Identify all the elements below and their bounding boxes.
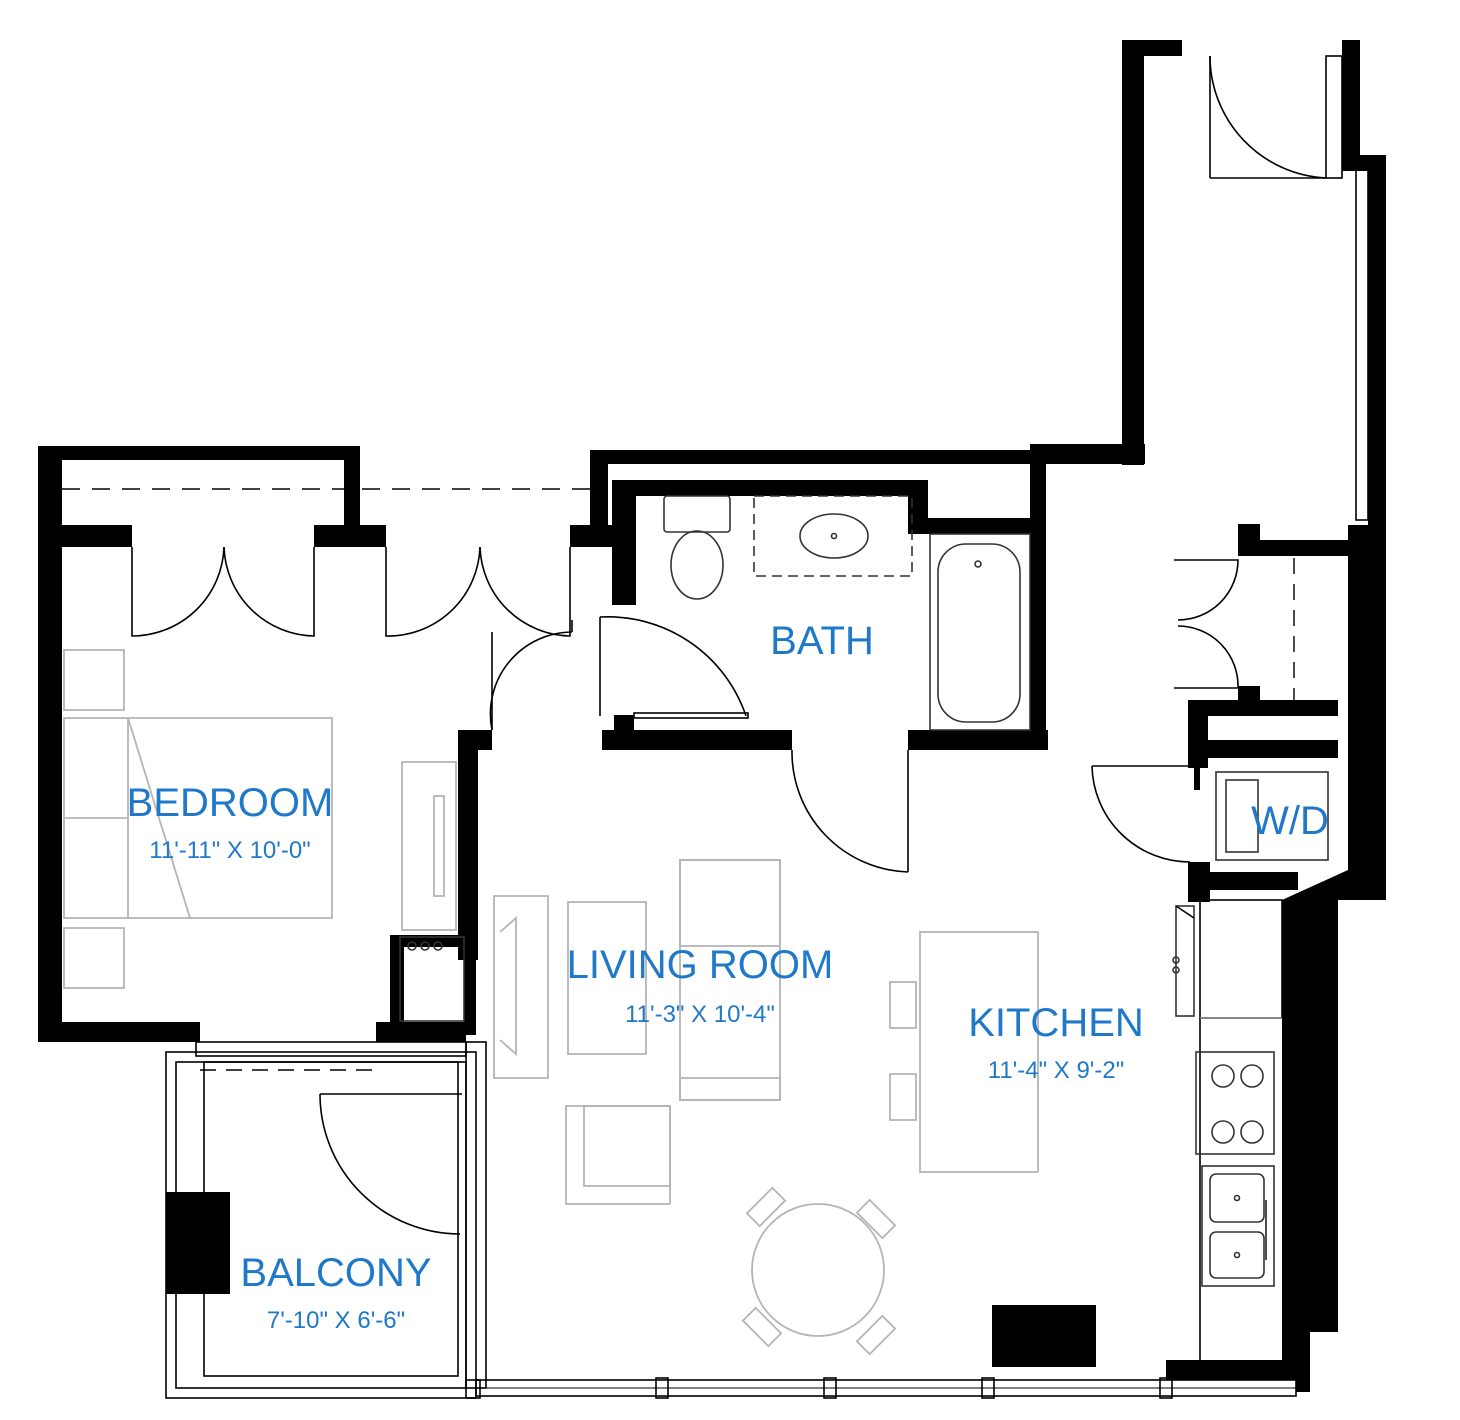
room-labels: BATH BEDROOM 11'-11" X 10'-0" LIVING ROO… [127,619,1329,1334]
bedroom-label: BEDROOM [127,781,334,825]
living-room-label: LIVING ROOM [567,943,834,987]
balcony-size: 7'-10" X 6'-6" [267,1307,405,1334]
laundry-label: W/D [1251,799,1329,843]
windows-and-thin-lines [62,55,1369,1399]
bath-label: BATH [770,619,874,663]
kitchen-label: KITCHEN [968,1001,1144,1045]
bedroom-size: 11'-11" X 10'-0" [149,837,310,864]
kitchen-fixtures [1172,771,1329,1287]
bath-fixtures [663,495,1031,731]
walls [38,40,1386,1392]
furniture [63,649,1039,1356]
kitchen-size: 11'-4" X 9'-2" [988,1057,1125,1084]
living-room-size: 11'-3" X 10'-4" [625,1001,775,1028]
balcony-label: BALCONY [240,1251,431,1295]
doors [131,55,1327,1235]
